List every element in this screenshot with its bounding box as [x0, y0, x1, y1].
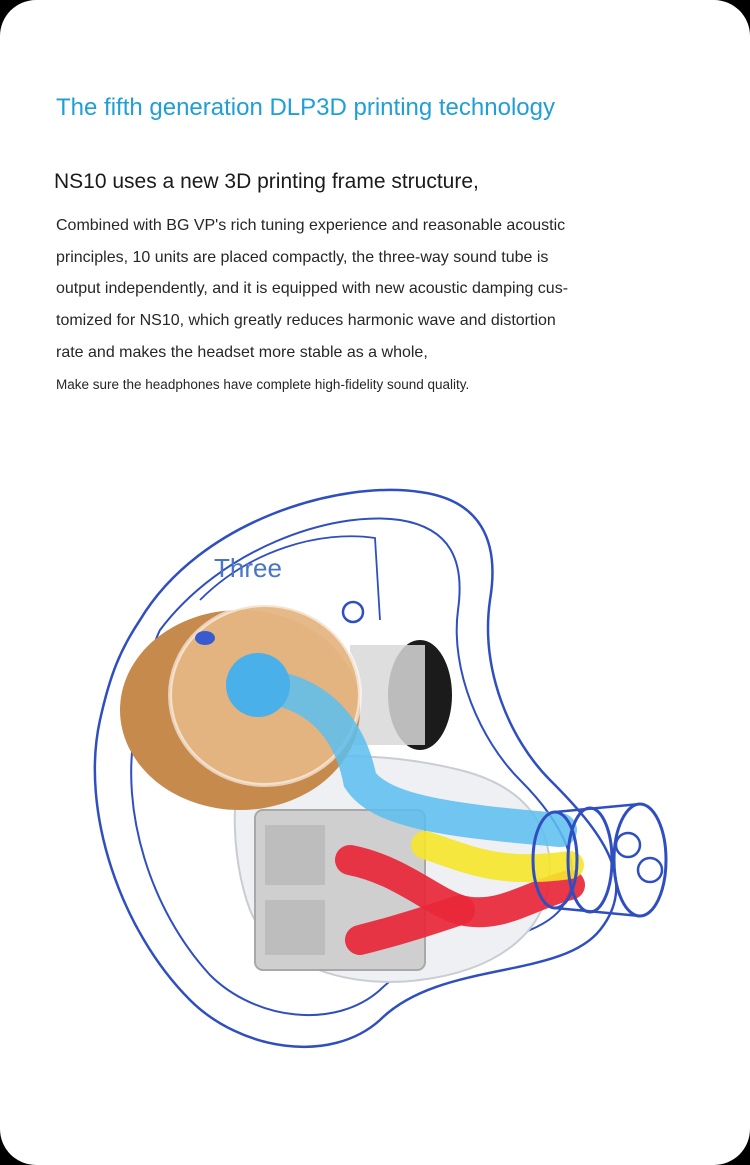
page-subheading: NS10 uses a new 3D printing frame struct… [54, 170, 479, 193]
illustration-label: Three [214, 553, 282, 583]
nozzle-bore [614, 831, 642, 859]
tube-blue-inlet [226, 653, 290, 717]
description-line: tomized for NS10, which greatly reduces … [56, 312, 556, 330]
description-line: Combined with BG VP's rich tuning experi… [56, 217, 566, 234]
ba-unit-cell [265, 900, 325, 955]
tube-blue [238, 668, 577, 847]
earphone-illustration [93, 488, 668, 1048]
nozzle-bore [636, 856, 664, 884]
nozzle-edge [554, 906, 641, 918]
nozzle-edge [554, 802, 641, 814]
shell-outline-inner [130, 517, 574, 1016]
description-line: output independently, and it is equipped… [56, 280, 569, 298]
driver-port [195, 631, 215, 645]
tube-yellow [411, 831, 584, 883]
fidelity-note: Make sure the headphones have complete h… [56, 377, 470, 392]
shell-outline-outer [93, 488, 618, 1048]
driver-ring [168, 603, 362, 787]
shell-outline-mid [199, 535, 381, 621]
nozzle-housing [350, 645, 425, 745]
vent-ring [341, 600, 365, 624]
tube-red-branch [345, 895, 475, 955]
description-line: principles, 10 units are placed compactl… [56, 248, 549, 266]
page-heading: The fifth generation DLP3D printing tech… [56, 94, 555, 121]
description-line: rate and makes the headset more stable a… [56, 343, 428, 361]
description-paragraph: Combined with BG VP's rich tuning experi… [56, 210, 636, 368]
ba-unit-cell [265, 825, 325, 885]
